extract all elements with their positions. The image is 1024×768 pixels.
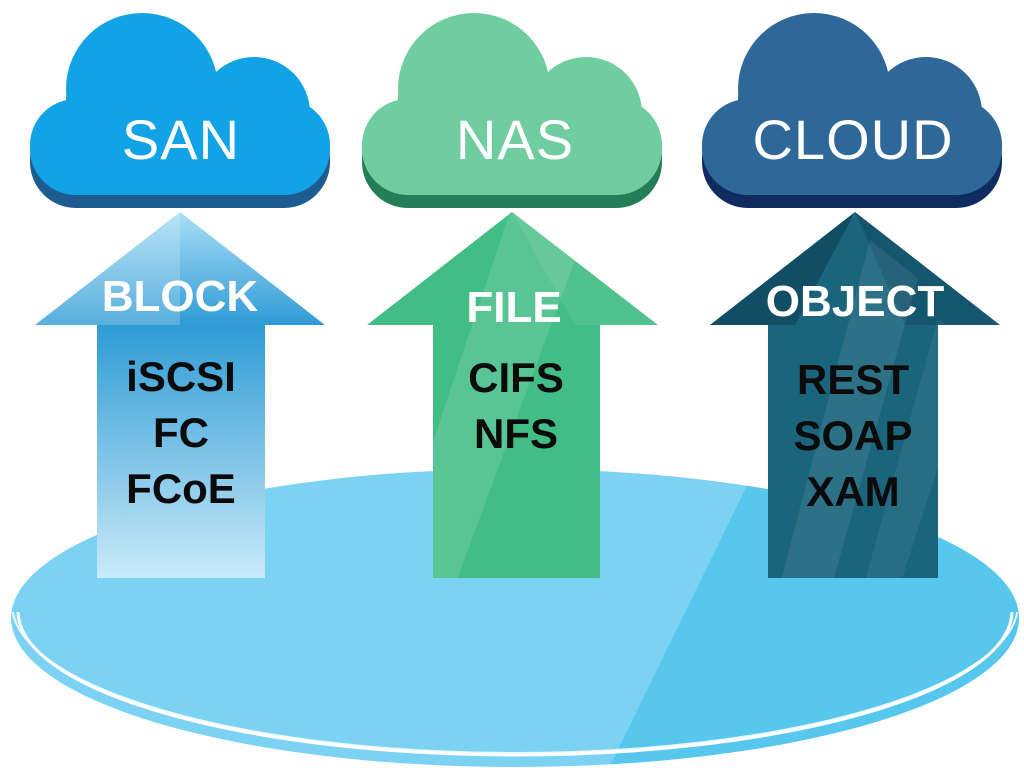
protocol-nfs: NFS <box>473 410 558 457</box>
cloud-label-cloud: CLOUD <box>752 108 954 171</box>
protocol-soap: SOAP <box>793 412 913 459</box>
protocol-list-object: REST SOAP XAM <box>793 352 912 520</box>
protocol-iscsi: iSCSI <box>126 353 236 400</box>
platform-rim-highlight <box>11 612 1019 757</box>
protocol-fcoe: FCoE <box>126 465 236 512</box>
tier-label-object: OBJECT <box>765 277 945 326</box>
arrow-object-dark-facet2 <box>855 212 1000 325</box>
arrow-block <box>35 212 325 578</box>
tier-label-file: FILE <box>466 283 562 332</box>
arrow-file <box>367 212 658 578</box>
arrow-block-highlight <box>35 212 180 325</box>
protocol-list-file: CIFS NFS <box>468 350 564 462</box>
cloud-nas <box>362 13 662 208</box>
protocol-xam: XAM <box>806 468 900 515</box>
protocol-fc: FC <box>152 409 209 456</box>
arrow-file-facet <box>385 212 595 578</box>
cloud-label-san: SAN <box>121 108 241 171</box>
cloud-label-nas: NAS <box>455 108 575 171</box>
arrow-object-light-band <box>780 240 918 578</box>
cloud-cloud <box>702 13 1002 208</box>
protocol-rest: REST <box>796 356 909 403</box>
arrow-file-facet2 <box>512 212 658 325</box>
protocol-cifs: CIFS <box>468 354 564 401</box>
protocol-list-block: iSCSI FC FCoE <box>126 349 236 517</box>
tier-label-block: BLOCK <box>101 272 259 321</box>
cloud-san <box>30 13 330 208</box>
